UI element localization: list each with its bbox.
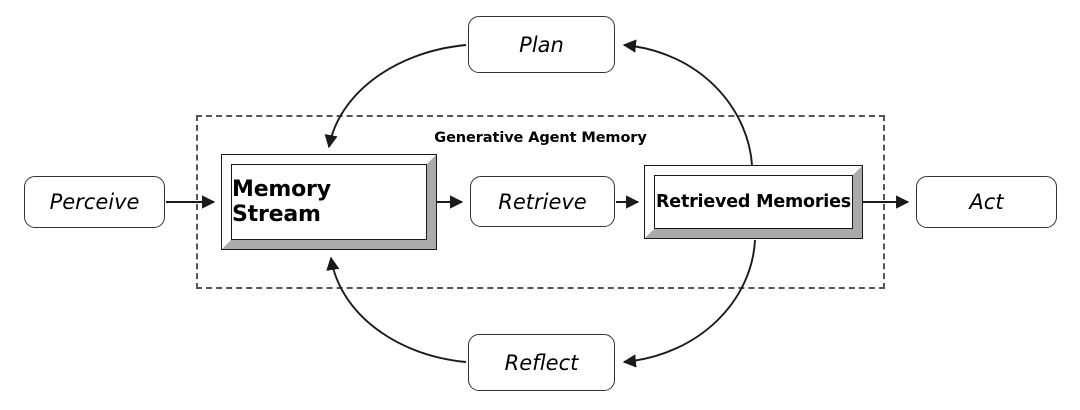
node-plan[interactable]: Plan <box>468 16 615 73</box>
node-retrieved-memories[interactable]: Retrieved Memories <box>644 165 863 239</box>
node-memory-stream[interactable]: Memory Stream <box>221 154 437 250</box>
generative-agent-memory-label: Generative Agent Memory <box>434 130 647 146</box>
edge-retrieved-memories-to-reflect <box>622 239 756 368</box>
node-memory-stream-label: Memory Stream <box>232 177 331 227</box>
edge-retrieved-memories-to-plan <box>622 39 753 166</box>
node-reflect-label: Reflect <box>504 350 579 375</box>
node-retrieve-label: Retrieve <box>498 189 587 214</box>
edge-reflect-to-memory-stream <box>326 256 467 363</box>
node-memory-stream-inner: Memory Stream <box>231 164 427 240</box>
node-plan-label: Plan <box>519 32 564 57</box>
node-act-label: Act <box>969 190 1004 214</box>
node-act[interactable]: Act <box>916 176 1057 228</box>
edge-plan-to-memory-stream <box>324 44 467 149</box>
node-perceive[interactable]: Perceive <box>24 176 165 228</box>
node-perceive-label: Perceive <box>49 190 140 214</box>
node-retrieved-memories-label: Retrieved Memories <box>656 192 851 212</box>
node-reflect[interactable]: Reflect <box>468 334 615 391</box>
node-retrieve[interactable]: Retrieve <box>470 176 615 227</box>
node-retrieved-memories-inner: Retrieved Memories <box>654 175 853 229</box>
